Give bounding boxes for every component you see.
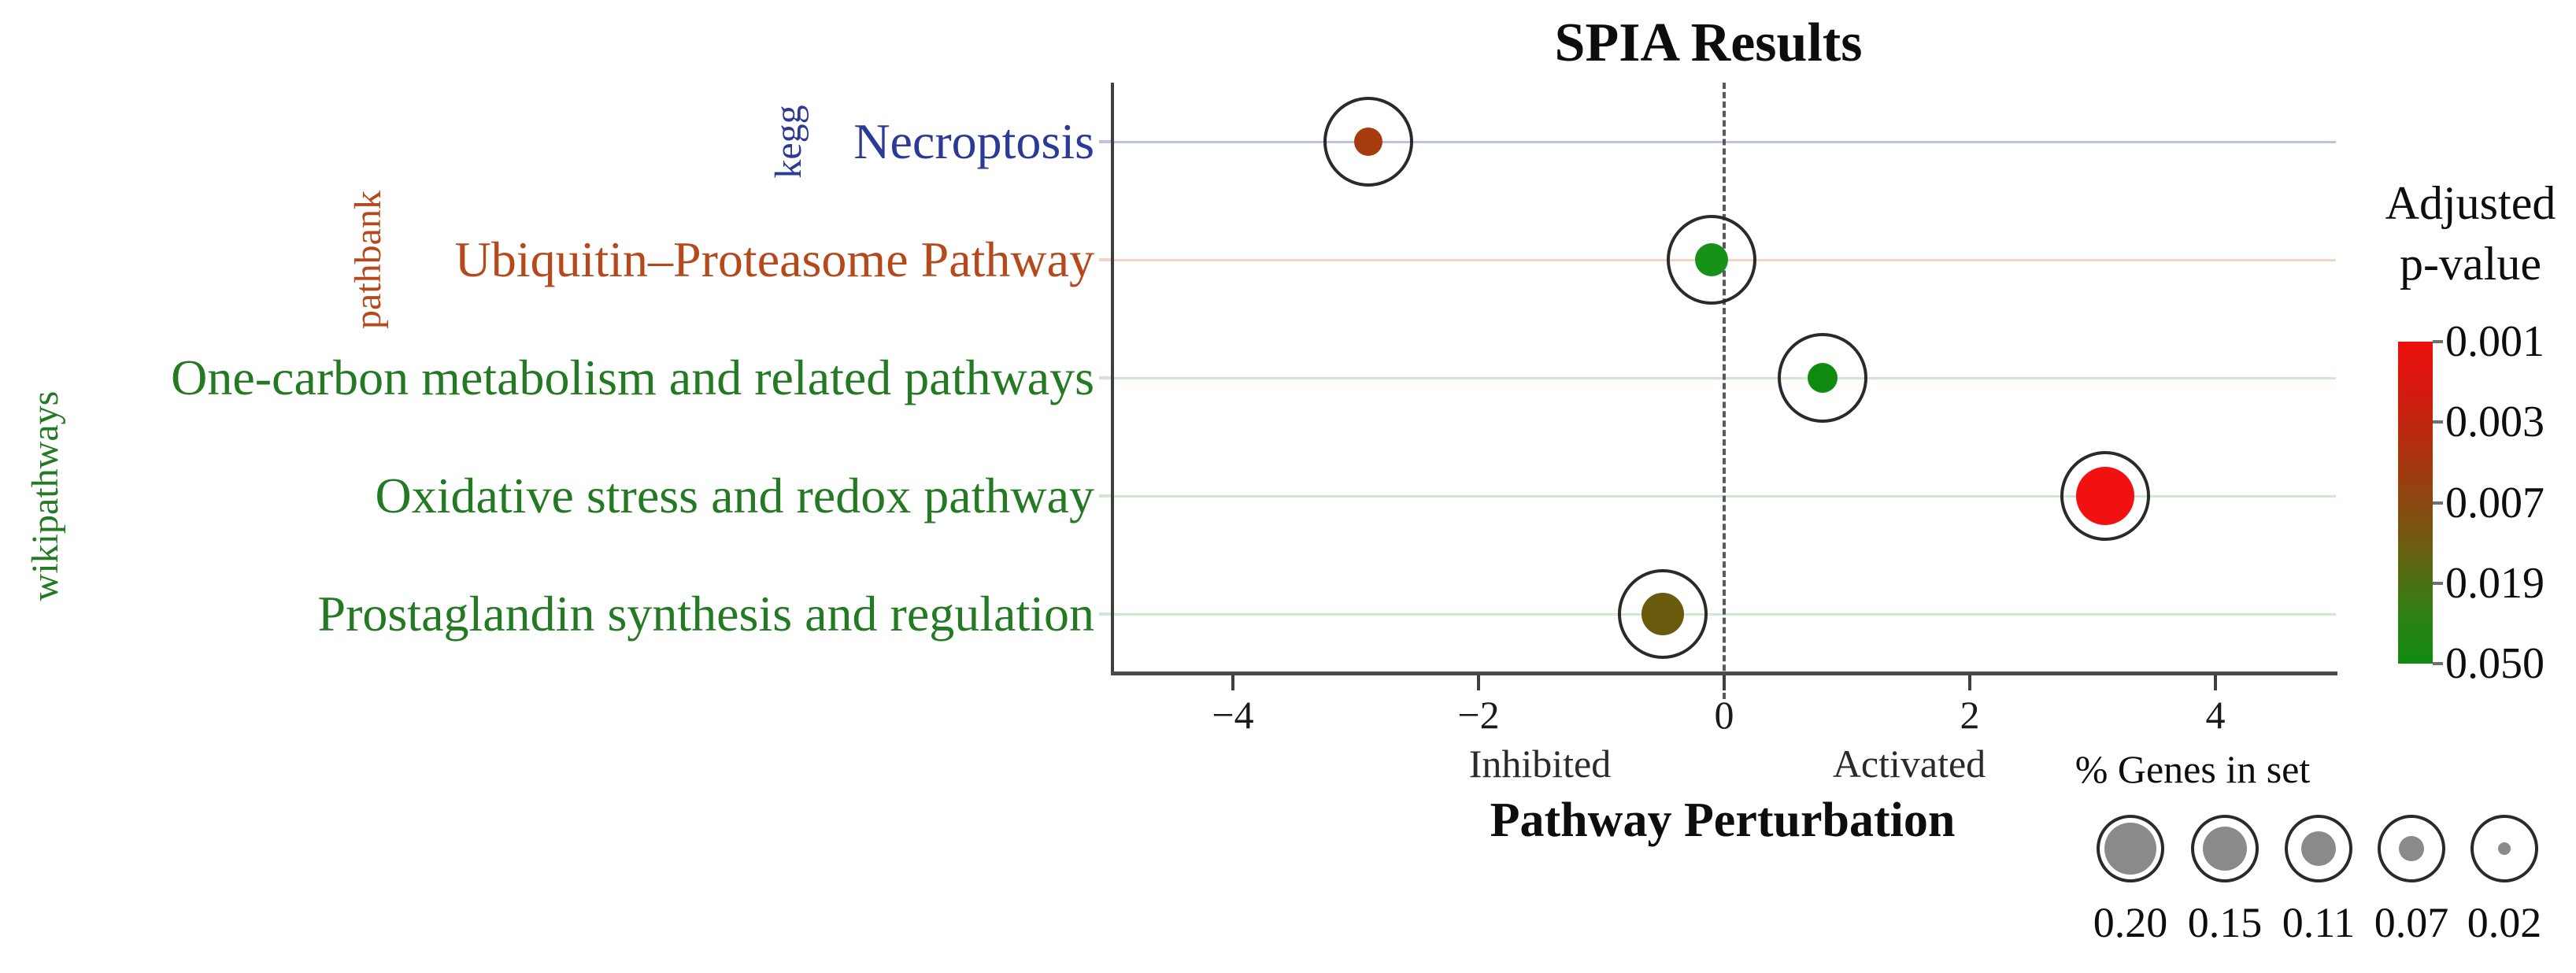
x-axis-title: Pathway Perturbation (1490, 794, 1956, 847)
color-legend-tick-label-1: 0.003 (2445, 398, 2545, 447)
size-legend-ring-1 (2191, 815, 2259, 882)
color-legend-title-line2: p-value (2400, 238, 2541, 290)
x-axis-tick-2 (1968, 675, 1971, 690)
pathway-label-2: One-carbon metabolism and related pathwa… (171, 350, 1094, 405)
x-axis-tick-label-4: 4 (2205, 693, 2226, 737)
color-legend-tick-3 (2433, 581, 2443, 585)
color-legend-tick-1 (2433, 420, 2443, 424)
point-dot-2 (1807, 363, 1838, 393)
x-axis-tick-0 (1723, 675, 1726, 690)
db-group-label-kegg: kegg (768, 105, 809, 179)
y-axis-tick-row-3 (1099, 494, 1112, 498)
pathway-label-0: Necroptosis (853, 113, 1094, 169)
color-legend-gradient-bar (2398, 342, 2433, 664)
y-axis-line (1111, 83, 1114, 675)
point-outer-ring-4 (1618, 569, 1708, 659)
size-legend-dot-3 (2399, 836, 2424, 861)
size-legend-value-1: 0.15 (2187, 899, 2263, 946)
y-axis-tick-row-2 (1099, 376, 1112, 379)
color-legend-tick-label-2: 0.007 (2445, 478, 2545, 527)
x-axis-tick-4 (2214, 675, 2217, 690)
color-legend-title-line1: Adjusted (2385, 177, 2556, 229)
size-legend-dot-4 (2498, 842, 2511, 855)
x-axis-tick--2 (1477, 675, 1480, 690)
zero-reference-dashed-line (1723, 83, 1726, 699)
point-outer-ring-2 (1777, 333, 1867, 423)
point-dot-4 (1641, 593, 1684, 635)
color-legend-tick-label-0: 0.001 (2445, 317, 2545, 366)
pathway-label-3: Oxidative stress and redox pathway (375, 468, 1094, 523)
db-group-label-pathbank: pathbank (347, 191, 389, 329)
chart-title: SPIA Results (1554, 13, 1863, 73)
size-legend-ring-2 (2285, 815, 2352, 882)
color-legend-tick-0 (2433, 340, 2443, 343)
color-legend-tick-4 (2433, 662, 2443, 665)
color-legend-tick-label-4: 0.050 (2445, 639, 2545, 688)
db-group-label-wikipathways: wikipathways (24, 390, 66, 601)
size-legend-ring-4 (2471, 815, 2538, 882)
x-axis-tick-label--2: −2 (1457, 693, 1500, 737)
point-outer-ring-3 (2060, 451, 2150, 541)
point-outer-ring-1 (1667, 215, 1757, 305)
x-axis-tick-label-2: 2 (1960, 693, 1980, 737)
color-legend-tick-2 (2433, 501, 2443, 505)
size-legend-value-0: 0.20 (2093, 899, 2168, 946)
size-legend-dot-0 (2104, 823, 2156, 875)
y-axis-tick-row-4 (1099, 612, 1112, 616)
y-axis-tick-row-1 (1099, 258, 1112, 261)
size-legend-dot-2 (2301, 831, 2336, 866)
pathway-label-4: Prostaglandin synthesis and regulation (317, 586, 1094, 642)
point-dot-0 (1353, 128, 1382, 156)
size-legend-ring-0 (2097, 815, 2164, 882)
pathway-label-1: Ubiquitin–Proteasome Pathway (454, 231, 1094, 287)
point-outer-ring-0 (1323, 97, 1413, 187)
x-axis-tick--4 (1231, 675, 1234, 690)
color-legend-tick-label-3: 0.019 (2445, 558, 2545, 608)
size-legend-value-2: 0.11 (2282, 899, 2356, 946)
size-legend-dot-1 (2203, 827, 2247, 871)
y-axis-tick-row-0 (1099, 140, 1112, 143)
inhibited-annotation: Inhibited (1468, 742, 1612, 786)
point-dot-3 (2075, 467, 2134, 525)
size-legend-ring-3 (2378, 815, 2445, 882)
x-axis-tick-label-0: 0 (1714, 693, 1734, 737)
size-legend-title: % Genes in set (2074, 747, 2311, 791)
activated-annotation: Activated (1832, 742, 1986, 786)
size-legend-value-4: 0.02 (2467, 899, 2542, 946)
point-dot-1 (1695, 243, 1729, 276)
x-axis-tick-label--4: −4 (1212, 693, 1254, 737)
size-legend-value-3: 0.07 (2374, 899, 2449, 946)
